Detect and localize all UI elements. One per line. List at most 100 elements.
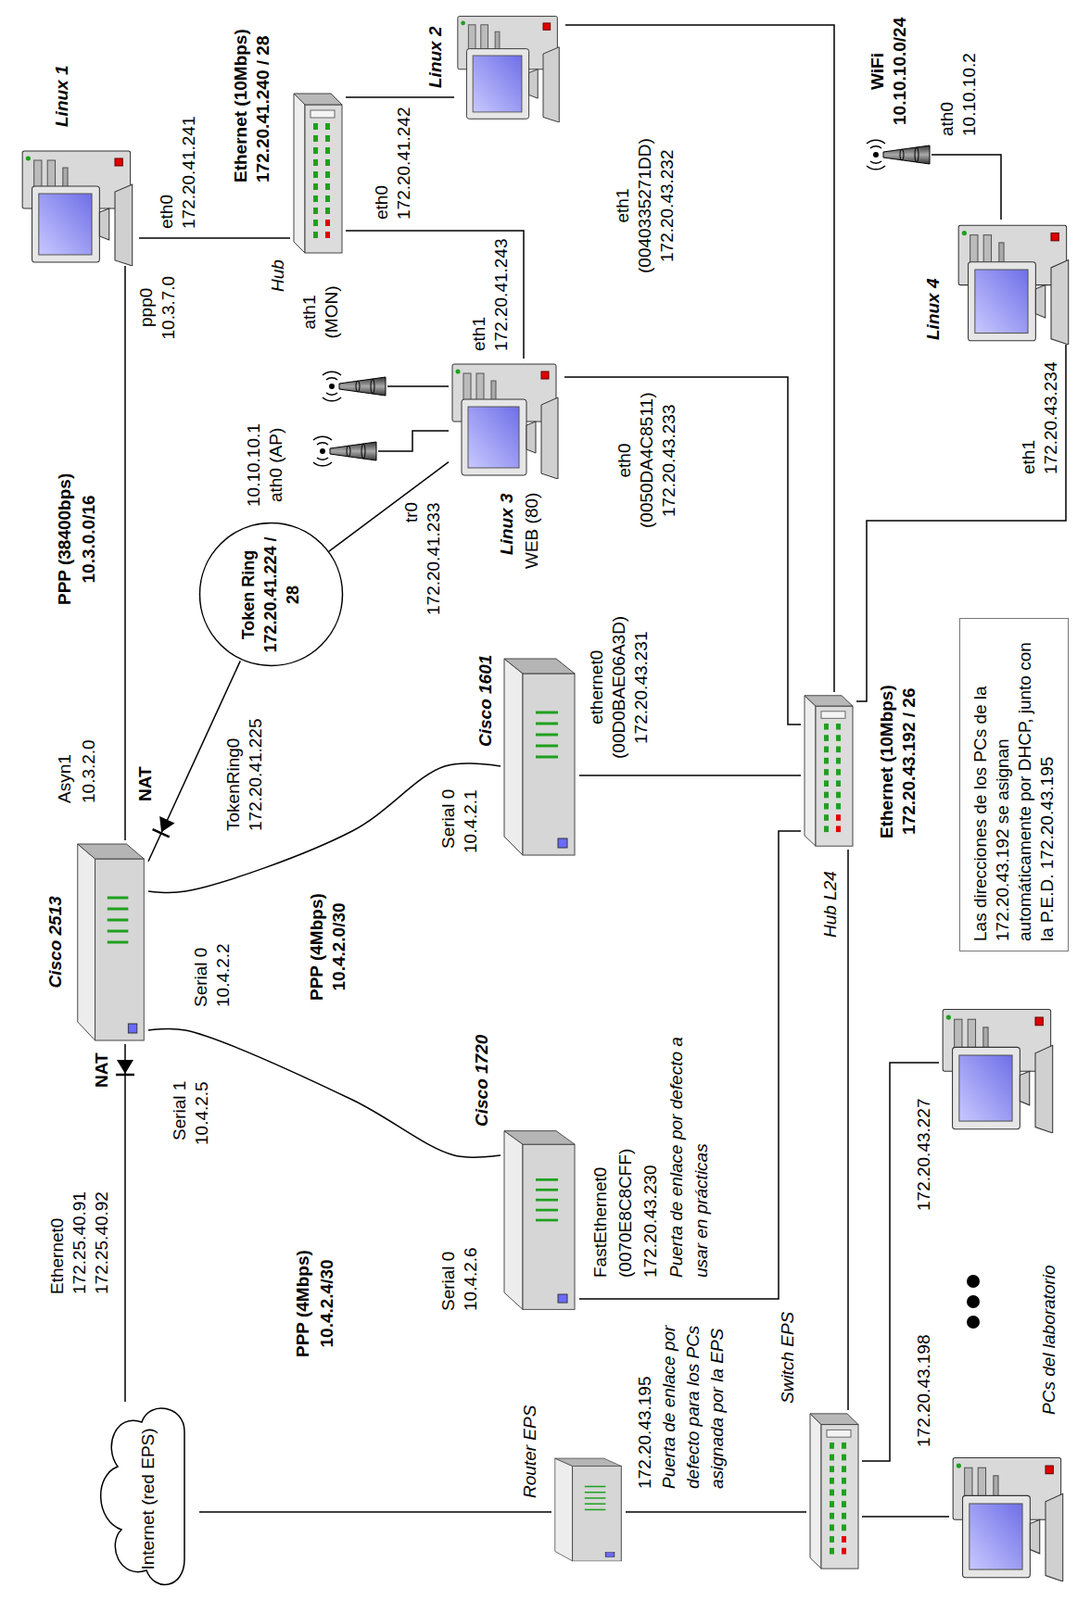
pc-icon (448, 358, 565, 480)
note-text: Las direcciones de los PCs de la 172.20.… (969, 626, 1059, 942)
pc-node: 172.20.43.198 (949, 1452, 1070, 1583)
note-box: Las direcciones de los PCs de la 172.20.… (959, 618, 1069, 952)
interface-label: Asyn1 (53, 754, 77, 804)
interface-label: eth0 (155, 194, 178, 229)
interface-label: PPP (4Mbps) (291, 1250, 315, 1358)
interface-label: Puerta de enlace por defecto a (665, 1037, 688, 1279)
interface-label: eth1 (468, 316, 491, 352)
interface-label: 172.20.43.192 / 26 (898, 688, 921, 836)
interface-label: tr0 (400, 502, 423, 523)
interface-label: Ethernet (10Mbps) (875, 684, 899, 839)
router-icon (551, 1457, 626, 1564)
interface-label: eth0 (370, 185, 393, 220)
interface-label: 10.3.2.0 (77, 739, 101, 804)
hub-node: Hub L24 (800, 692, 857, 850)
link-line (345, 96, 455, 99)
link-line (847, 849, 850, 1411)
interface-label: 10.4.2.0/30 (328, 902, 351, 991)
link-line (579, 774, 801, 777)
interface-label: 172.20.41.243 (490, 238, 513, 352)
interface-label: 10.4.2.5 (190, 1081, 214, 1146)
interface-label: (0050DA4C8511) (635, 392, 659, 529)
link-line (124, 266, 127, 841)
link-line (625, 1511, 807, 1514)
pc-icon (938, 1003, 1060, 1134)
link-line (148, 1028, 501, 1158)
interface-label: 10.10.10.1 (242, 423, 266, 507)
interface-label: Serial 0 (437, 789, 460, 850)
hub-node: Switch EPS (806, 1410, 862, 1573)
interface-label: WiFi (866, 52, 889, 90)
link-line (579, 831, 801, 1300)
device-name: Hub L24 (819, 871, 842, 938)
device-name: WEB (80) (520, 493, 544, 570)
device-name: Cisco 1601 (474, 655, 497, 748)
hub-icon (800, 692, 857, 850)
interface-label: PCs del laboratorio (1038, 1265, 1061, 1416)
cloud-node: Internet (red EPS) (88, 1402, 200, 1597)
interface-label: (0040335271DD) (633, 138, 657, 274)
interface-label: 10.3.0.0/16 (77, 494, 101, 584)
interface-label: ath0 (AP) (265, 428, 288, 503)
interface-label: TokenRing0 (222, 738, 245, 832)
interface-label: 172.20.41.225 (244, 718, 267, 832)
pc-node: 172.20.43.227 (938, 1003, 1060, 1134)
router-node: Cisco 1720 (500, 1128, 580, 1314)
ring-network: Token Ring 172.20.41.224 / 28 (198, 522, 344, 669)
interface-label: asignada por la EPS (706, 1329, 729, 1490)
interface-label: PPP (4Mbps) (305, 893, 329, 1002)
ellipsis-dots (966, 1275, 980, 1330)
antenna-symbol (866, 139, 930, 170)
router-node: Cisco 1601 (500, 655, 580, 860)
interface-label: 172.20.41.242 (392, 106, 416, 220)
interface-label: 172.20.43.233 (658, 404, 681, 518)
interface-label: 172.20.41.240 / 28 (252, 36, 275, 183)
device-name: Linux 2 (424, 25, 447, 89)
pc-icon (949, 1452, 1070, 1583)
interface-label: 172.20.41.241 (177, 115, 201, 229)
pc-node: Linux 2 (454, 11, 566, 123)
antenna-symbol (322, 371, 386, 402)
interface-label: 10.4.2.1 (459, 789, 482, 854)
interface-label: FastEthernet0 (589, 1167, 612, 1279)
interface-label: (MON) (320, 286, 343, 340)
interface-label: 10.3.7.0 (157, 276, 180, 341)
hub-node: Hub (290, 89, 346, 257)
interface-label: ath1 (298, 295, 321, 330)
interface-label: Serial 0 (190, 948, 213, 1008)
interface-label: 172.20.43.232 (656, 149, 679, 263)
pc-node: Linux 4 (954, 219, 1076, 345)
interface-label: 172.20.41.233 (422, 502, 445, 616)
router-node: Router EPS (551, 1457, 626, 1564)
interface-label: NAT (134, 766, 157, 802)
pc-icon (454, 11, 566, 123)
router-icon (500, 655, 580, 860)
interface-label: 172.25.40.91 (68, 1191, 91, 1295)
interface-label: Serial 0 (437, 1252, 460, 1312)
interface-label: Ethernet (10Mbps) (229, 28, 253, 183)
interface-label: 172.20.43.230 (639, 1165, 662, 1279)
device-name: Internet (red EPS) (137, 1428, 160, 1571)
device-name: Cisco 1720 (470, 1035, 494, 1128)
interface-label: eth1 (611, 189, 634, 224)
device-name: Cisco 2513 (44, 896, 67, 989)
interface-label: defecto para los PCs (682, 1326, 705, 1490)
device-name: 172.20.43.198 (912, 1334, 936, 1448)
pc-icon (954, 219, 1076, 345)
link-line (564, 377, 801, 725)
interface-label: 10.4.2.6 (459, 1247, 482, 1312)
interface-label: usar en prácticas (690, 1143, 713, 1279)
hub-icon (290, 89, 346, 257)
interface-label: 172.25.40.92 (90, 1191, 114, 1295)
interface-label: 172.20.43.231 (630, 631, 653, 745)
device-name: Router EPS (519, 1406, 542, 1499)
interface-label: ethernet0 (585, 650, 609, 725)
device-name: Switch EPS (776, 1312, 799, 1405)
interface-label: PPP (38400bps) (53, 473, 77, 606)
interface-label: ppp0 (135, 288, 158, 328)
pc-node: Linux 1 (18, 145, 140, 267)
device-name: Linux 1 (50, 64, 74, 127)
device-name: Hub (266, 259, 290, 292)
interface-label: 172.20.43.195 (633, 1376, 657, 1490)
